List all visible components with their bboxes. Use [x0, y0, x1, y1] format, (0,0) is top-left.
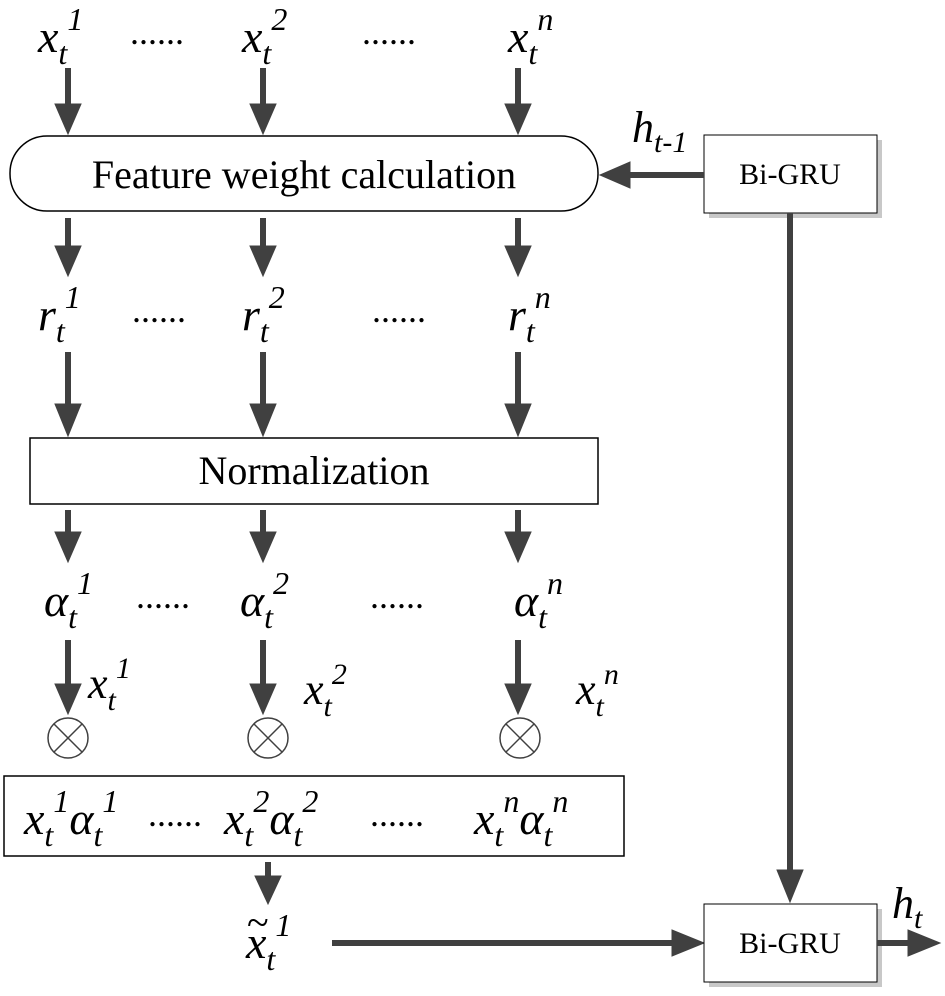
multiply-icon	[247, 717, 289, 759]
input-x-n: xtn	[507, 1, 553, 71]
arrow-xtilde-to-bigru	[332, 929, 706, 957]
product-n: xtnαtn	[473, 783, 568, 853]
r-row: rt1 ...... rt2 ...... rtn	[38, 279, 551, 349]
normalization-label: Normalization	[198, 448, 429, 493]
arrows-normalization-to-alpha	[54, 510, 532, 564]
alpha-row: αt1 ...... αt2 ...... αtn	[44, 565, 563, 635]
h-t-minus-1-label: ht-1	[632, 103, 687, 159]
multiply-nodes	[47, 717, 541, 759]
bigru-top-label: Bi-GRU	[739, 158, 841, 191]
mult-input-x-1: xt1	[87, 652, 131, 717]
r-2: rt2	[242, 279, 285, 349]
arrow-product-to-xtilde	[254, 862, 282, 906]
mult-input-x-2: xt2	[303, 658, 347, 723]
multiply-icon	[499, 717, 541, 759]
feature-weight-label: Feature weight calculation	[92, 152, 516, 197]
input-ellipsis-1: ......	[130, 12, 184, 52]
input-x-2: xt2	[241, 1, 287, 71]
product-ellipsis-1: ......	[148, 794, 202, 834]
product-box: xt1αt1 ...... xt2αt2 ...... xtnαtn	[3, 775, 625, 857]
bigru-bottom-label: Bi-GRU	[739, 927, 841, 960]
alpha-ellipsis-1: ......	[136, 576, 190, 616]
r-ellipsis-2: ......	[372, 290, 426, 330]
alpha-2: αt2	[240, 565, 289, 635]
feature-weight-box: Feature weight calculation	[9, 135, 599, 212]
input-ellipsis-2: ......	[362, 12, 416, 52]
product-1: xt1αt1	[23, 783, 118, 853]
arrows-feature-to-r	[54, 218, 532, 278]
r-n: rtn	[508, 279, 551, 349]
h-t-label: ht	[892, 879, 923, 935]
product-2: xt2αt2	[223, 783, 318, 853]
product-ellipsis-2: ......	[370, 794, 424, 834]
x-tilde: ~ xt1	[245, 900, 291, 977]
multiply-inputs: xt1 xt2 xtn	[87, 652, 619, 723]
arrow-bigru-to-output	[877, 929, 942, 957]
r-ellipsis-1: ......	[132, 290, 186, 330]
input-x-1: xt1	[37, 1, 83, 71]
arrow-bigru-to-feature	[598, 161, 704, 189]
alpha-1: αt1	[44, 565, 93, 635]
bigru-top-box: Bi-GRU	[703, 134, 882, 218]
x-tilde-symbol: xt1	[245, 907, 291, 977]
bigru-bottom-box: Bi-GRU	[703, 903, 882, 987]
arrows-r-to-normalization	[54, 352, 532, 438]
multiply-icon	[47, 717, 89, 759]
r-1: rt1	[38, 279, 81, 349]
alpha-ellipsis-2: ......	[370, 576, 424, 616]
arrow-bigru-top-to-bottom	[776, 213, 804, 904]
alpha-n: αtn	[514, 565, 563, 635]
normalization-box: Normalization	[29, 437, 599, 505]
input-row: xt1 ...... xt2 ...... xtn	[37, 1, 553, 71]
arrows-alpha-to-multiply	[54, 640, 532, 716]
arrows-input-to-feature	[54, 68, 532, 136]
x-tilde-mark: ~	[247, 900, 269, 945]
mult-input-x-n: xtn	[575, 658, 619, 723]
